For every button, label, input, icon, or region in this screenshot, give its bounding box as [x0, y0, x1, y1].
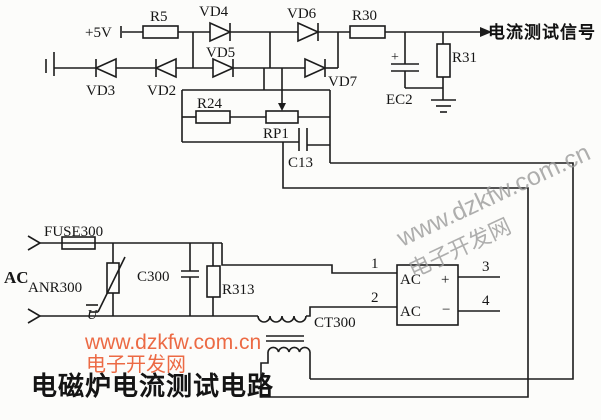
transformer-ct300: [40, 306, 397, 379]
fuse300-label: FUSE300: [44, 224, 103, 240]
resistor-r30: [349, 25, 386, 39]
diode-vd6: [297, 21, 320, 43]
ec2-polarity-label: +: [391, 50, 399, 65]
diode-vd3: [94, 57, 117, 79]
bridge-plus-label: +: [441, 272, 449, 288]
c300-label: C300: [137, 269, 170, 285]
top-rail-wires: [178, 31, 481, 68]
potentiometer-rp1: [265, 103, 299, 124]
bridge-pin2-label: 2: [371, 290, 379, 306]
bridge-pin4-label: 4: [482, 293, 490, 309]
ground-right-icon: [431, 99, 456, 113]
output-signal-label: 电流测试信号: [488, 22, 596, 42]
bridge-minus-label: −: [442, 302, 450, 318]
watermark-footer-name: 电子开发网: [86, 353, 186, 376]
diode-vd5: [212, 57, 235, 79]
bridge-ac-top-label: AC: [400, 272, 421, 288]
vd3-label: VD3: [86, 83, 115, 99]
resistor-r24: [195, 110, 231, 124]
r5-label: R5: [150, 9, 168, 25]
ec2-label: EC2: [386, 92, 413, 108]
r313-label: R313: [222, 282, 255, 298]
capacitor-c13: [298, 128, 330, 151]
diode-vd2: [154, 57, 177, 79]
capacitor-ec2: [391, 32, 443, 89]
bridge-pin3-label: 3: [482, 259, 490, 275]
vd6-label: VD6: [287, 6, 317, 22]
fuse-fuse300: [40, 236, 222, 250]
watermark-footer-site: www.dzkfw.com.cn: [84, 331, 261, 354]
anr300-label: ANR300: [28, 280, 82, 296]
bridge-pin1-label: 1: [371, 256, 379, 272]
feedback-loop-wires: [260, 142, 574, 398]
varistor-anr300: [86, 243, 126, 316]
bridge-ac-bottom-label: AC: [400, 304, 421, 320]
r24-rp1-wires: [181, 68, 331, 163]
c13-label: C13: [288, 155, 313, 171]
ct300-label: CT300: [314, 315, 356, 331]
bridge-rectifier: [396, 264, 500, 326]
plus5v-label: +5V: [85, 25, 112, 41]
wire-to-bridge-pin1: [221, 243, 397, 274]
resistor-r31: [436, 32, 451, 100]
capacitor-c300: [181, 243, 199, 316]
vd4-label: VD4: [199, 4, 229, 20]
signal-arrow-icon: [480, 27, 492, 37]
vd5-label: VD5: [206, 45, 235, 61]
ground-left-icon: [45, 52, 96, 76]
r31-label: R31: [452, 50, 477, 66]
ac-input-label: AC: [4, 268, 29, 287]
diode-vd7: [304, 57, 327, 79]
resistor-r313: [206, 243, 221, 316]
r30-label: R30: [352, 8, 377, 24]
page-title: 电磁炉电流测试电路: [31, 371, 274, 401]
vd7-label: VD7: [328, 74, 358, 90]
resistor-r5: [142, 25, 179, 39]
diode-vd4: [209, 21, 232, 43]
plus5v-terminal: [120, 26, 143, 38]
rp1-label: RP1: [263, 126, 289, 142]
r24-label: R24: [197, 96, 223, 112]
vd2-label: VD2: [147, 83, 176, 99]
